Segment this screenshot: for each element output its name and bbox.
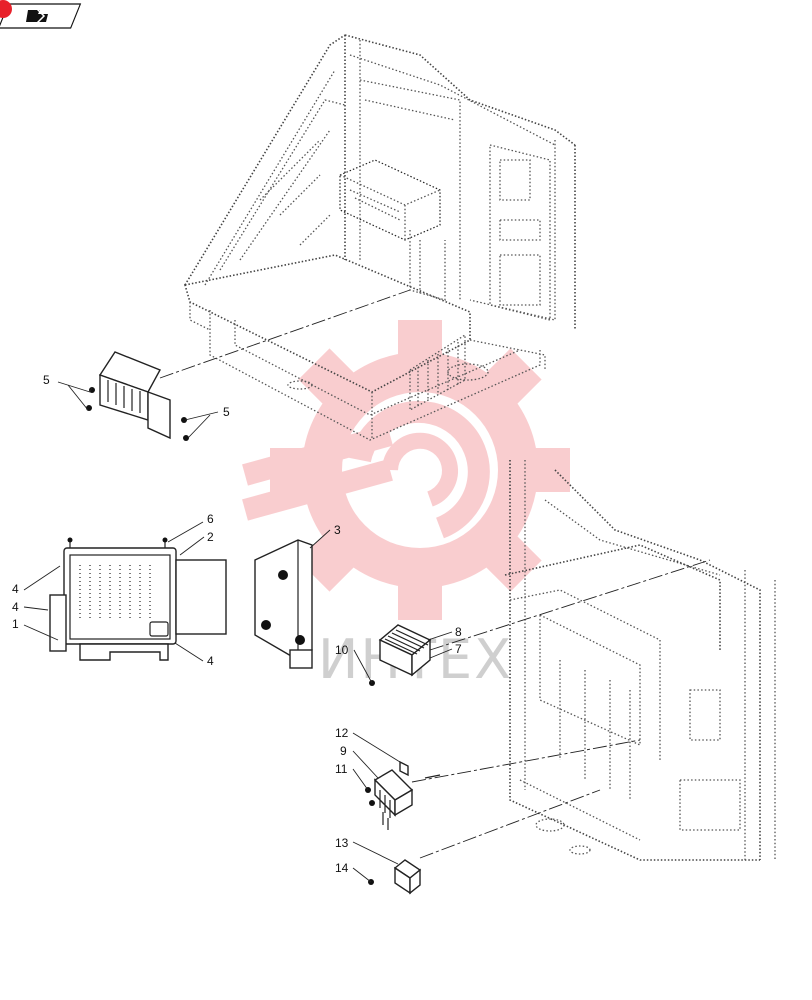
back-button[interactable]	[0, 0, 82, 29]
mounting-bracket	[254, 539, 313, 669]
callout-7: 7	[455, 642, 462, 656]
callout-8: 8	[455, 625, 462, 639]
callout-10: 10	[335, 643, 349, 657]
relay-block	[365, 739, 641, 830]
callout-12: 12	[335, 726, 349, 740]
watermark-gear-logo	[242, 320, 570, 620]
callout-1: 1	[12, 617, 19, 631]
callout-4: 4	[12, 582, 19, 596]
callout-4: 4	[12, 600, 19, 614]
callout-13: 13	[335, 836, 349, 850]
callout-4: 4	[207, 654, 214, 668]
leader-lines	[23, 381, 453, 883]
callout-14: 14	[335, 861, 349, 875]
callout-5: 5	[43, 373, 50, 387]
small-controller-assembly	[86, 289, 411, 441]
back-arrow-icon	[26, 7, 48, 25]
callout-3: 3	[334, 523, 341, 537]
callout-9: 9	[340, 744, 347, 758]
callout-2: 2	[207, 530, 214, 544]
relay-module	[369, 559, 711, 686]
status-badge	[0, 0, 12, 18]
callout-5: 5	[223, 405, 230, 419]
upper-frame-assembly	[183, 34, 576, 441]
lower-frame-assembly	[504, 460, 776, 861]
callout-11: 11	[335, 762, 348, 776]
relay-single	[368, 789, 601, 895]
ecu-module-assembly	[49, 537, 227, 661]
callout-6: 6	[207, 512, 214, 526]
callout-labels: 5 5 6 2 3 4 4 1 4 8 7 10 12 9 11 13 14	[12, 373, 462, 875]
vent-grille	[409, 333, 466, 412]
